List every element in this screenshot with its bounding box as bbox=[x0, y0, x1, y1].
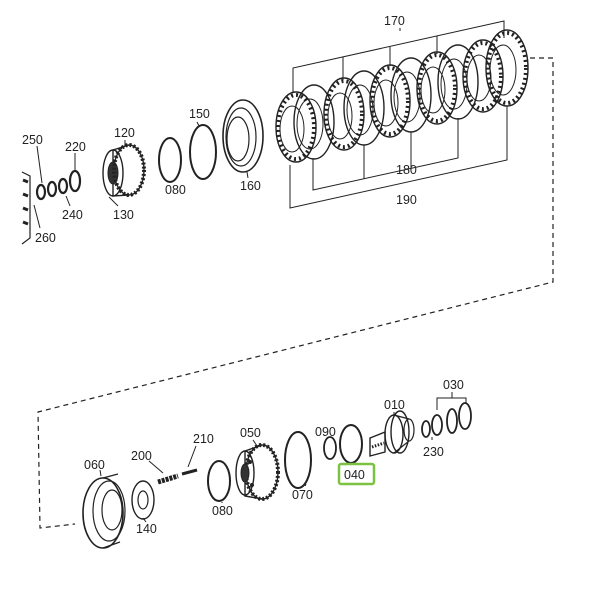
label-050[interactable]: 050 bbox=[240, 426, 261, 440]
part-240b-ring[interactable] bbox=[57, 177, 69, 195]
part-230b-ring[interactable] bbox=[431, 414, 443, 436]
leader-250 bbox=[36, 145, 43, 184]
leader-150 bbox=[196, 121, 200, 127]
label-080-top[interactable]: 080 bbox=[165, 183, 186, 197]
part-080-bottom-ring[interactable] bbox=[207, 460, 231, 502]
bracket-180 bbox=[312, 118, 459, 191]
label-160[interactable]: 160 bbox=[240, 179, 261, 193]
part-140-washer[interactable] bbox=[131, 480, 155, 520]
label-220[interactable]: 220 bbox=[65, 140, 86, 154]
leader-210 bbox=[187, 445, 197, 468]
leader-050 bbox=[252, 439, 258, 447]
label-200[interactable]: 200 bbox=[131, 449, 152, 463]
label-080-bottom[interactable]: 080 bbox=[212, 504, 233, 518]
part-090-ring[interactable] bbox=[323, 436, 337, 460]
label-040[interactable]: 040 bbox=[344, 468, 365, 482]
part-040-ring[interactable] bbox=[339, 424, 363, 464]
part-010-shaft[interactable] bbox=[369, 410, 415, 457]
bracket-170 bbox=[292, 20, 505, 92]
label-130[interactable]: 130 bbox=[113, 208, 134, 222]
shaft-partial bbox=[21, 171, 31, 245]
highlight-box-040[interactable] bbox=[337, 462, 376, 486]
clutch-disc[interactable] bbox=[369, 64, 411, 138]
label-140[interactable]: 140 bbox=[136, 522, 157, 536]
label-030[interactable]: 030 bbox=[443, 378, 464, 392]
part-070-ring[interactable] bbox=[284, 431, 312, 489]
label-150[interactable]: 150 bbox=[189, 107, 210, 121]
leader-070 bbox=[304, 483, 307, 487]
label-260[interactable]: 260 bbox=[35, 231, 56, 245]
leader-090 bbox=[326, 436, 330, 439]
part-030b-ring[interactable] bbox=[458, 402, 472, 430]
label-250[interactable]: 250 bbox=[22, 133, 43, 147]
label-120[interactable]: 120 bbox=[114, 126, 135, 140]
bracket-190 bbox=[289, 106, 508, 209]
clutch-disc[interactable] bbox=[323, 77, 365, 151]
leader-060 bbox=[99, 469, 102, 477]
part-120-gear[interactable] bbox=[102, 143, 146, 197]
leader-260 bbox=[33, 204, 41, 229]
part-160-plate[interactable] bbox=[222, 99, 264, 173]
leader-200 bbox=[148, 460, 164, 474]
part-210-pin[interactable] bbox=[181, 468, 198, 476]
label-240[interactable]: 240 bbox=[62, 208, 83, 222]
label-210[interactable]: 210 bbox=[193, 432, 214, 446]
clutch-pack bbox=[275, 29, 529, 163]
part-200-pin[interactable] bbox=[157, 473, 179, 485]
part-230-ring[interactable] bbox=[421, 420, 431, 438]
leader-240 bbox=[65, 195, 71, 207]
label-060[interactable]: 060 bbox=[84, 458, 105, 472]
part-250-ring[interactable] bbox=[35, 183, 47, 201]
leader-140 bbox=[142, 517, 147, 523]
label-090[interactable]: 090 bbox=[315, 425, 336, 439]
clutch-disc[interactable] bbox=[275, 91, 317, 163]
dashed-assembly-path bbox=[37, 57, 554, 529]
leader-130 bbox=[108, 196, 119, 207]
part-030-ring[interactable] bbox=[446, 408, 458, 434]
clutch-plate[interactable] bbox=[485, 29, 529, 107]
part-050-hub[interactable] bbox=[235, 443, 280, 501]
label-070[interactable]: 070 bbox=[292, 488, 313, 502]
part-060-housing[interactable] bbox=[82, 473, 126, 549]
part-150-ring[interactable] bbox=[189, 124, 217, 180]
clutch-disc[interactable] bbox=[416, 51, 458, 125]
leader-160 bbox=[246, 171, 249, 179]
label-190[interactable]: 190 bbox=[396, 193, 417, 207]
part-220-ring[interactable] bbox=[68, 169, 82, 193]
part-240-ring[interactable] bbox=[46, 180, 58, 198]
part-080-top-ring[interactable] bbox=[158, 137, 182, 183]
label-180[interactable]: 180 bbox=[396, 163, 417, 177]
label-170[interactable]: 170 bbox=[384, 14, 405, 28]
label-230[interactable]: 230 bbox=[423, 445, 444, 459]
label-010[interactable]: 010 bbox=[384, 398, 405, 412]
clutch-plate[interactable] bbox=[293, 84, 335, 160]
